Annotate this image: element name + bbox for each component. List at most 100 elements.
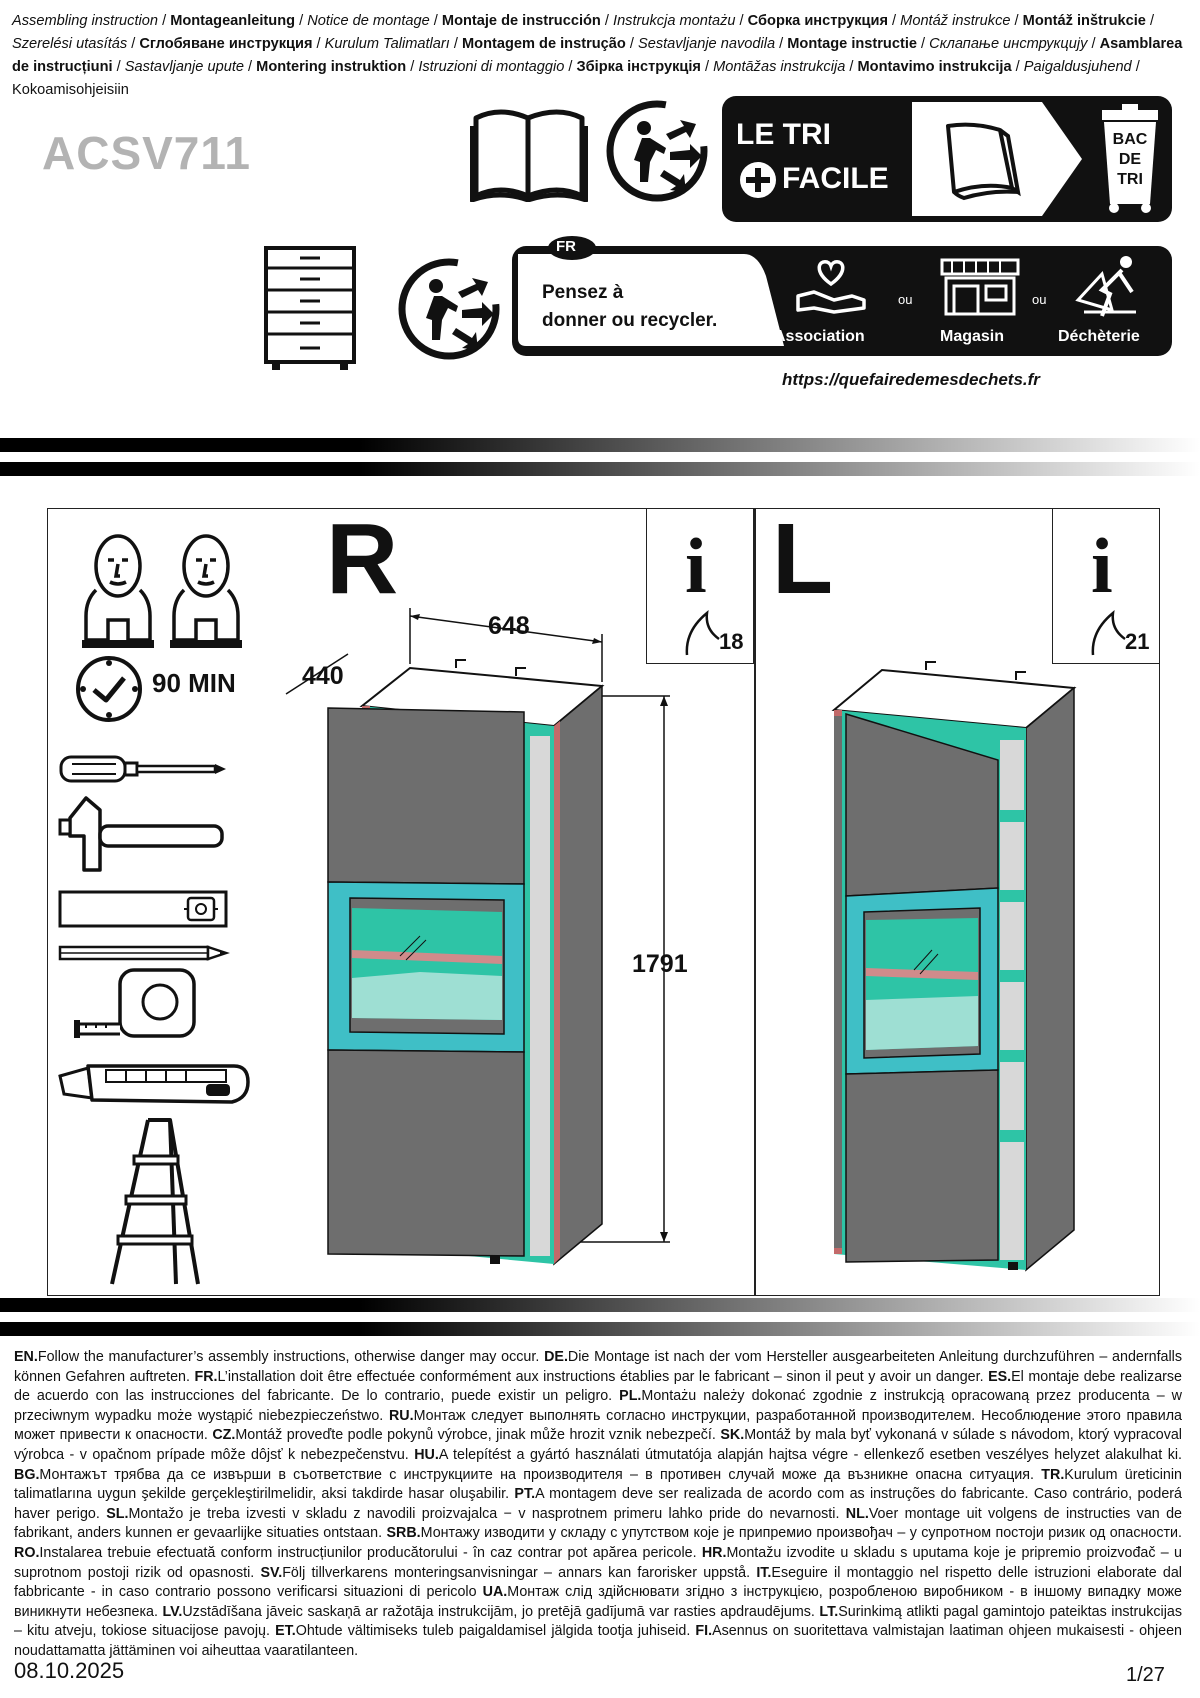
warning-lang-text: Surinkimą atlikti pagal gamintojo pateik… bbox=[14, 1603, 1182, 1640]
divider-bar-3 bbox=[0, 1298, 1200, 1312]
instruction-title-2: Notice de montage bbox=[307, 13, 430, 29]
instruction-title-3: Montaje de instrucción bbox=[441, 13, 601, 29]
separator: / bbox=[312, 36, 325, 52]
warning-lang-code: SRB. bbox=[386, 1525, 421, 1542]
fr-recycling-banner: FR Pensez à donner ou recycler. Associat… bbox=[512, 236, 1172, 366]
warning-lang-code: RO. bbox=[14, 1544, 40, 1561]
warning-lang-text: El montaje debe realizarse de acuerdo co… bbox=[14, 1368, 1183, 1405]
cabinet-left-drawing bbox=[831, 661, 1077, 1272]
hammer-icon bbox=[58, 796, 224, 872]
warning-lang-text: Die Montage ist nach der vom Hersteller … bbox=[14, 1349, 1182, 1385]
option-magasin: Magasin bbox=[940, 328, 1005, 345]
instruction-title-15: Asamblarea de instrucțiuni bbox=[12, 36, 1183, 75]
warning-lang-code: ES. bbox=[988, 1368, 1012, 1385]
instruction-title-23: Kokoamisohjeisiin bbox=[12, 82, 129, 98]
warning-lang-code: DE. bbox=[544, 1349, 568, 1365]
warning-lang-text: Montáž proveďte podle pokynů výrobce, ji… bbox=[235, 1427, 721, 1444]
separator: / bbox=[1131, 59, 1140, 75]
warning-lang-text: Монтаж слід здійснювати згідно з інструк… bbox=[14, 1584, 1182, 1620]
warning-lang-code: HR. bbox=[701, 1544, 727, 1561]
warning-lang-text: Montažu izvodite u skladu s uputama koje… bbox=[14, 1544, 1183, 1581]
pensez-line1: Pensez à bbox=[542, 282, 624, 303]
warning-lang-code: ET. bbox=[275, 1623, 296, 1640]
warning-lang-text: Монтажу изводити у складу с упутством ко… bbox=[420, 1525, 1182, 1542]
warning-lang-text: Uzstādīšana jāveic saskaņā ar ražotāja i… bbox=[182, 1603, 820, 1620]
model-number: ACSV711 bbox=[42, 127, 252, 179]
instruction-title-7: Montáž inštrukcie bbox=[1022, 13, 1146, 29]
triman-recycling-icon bbox=[606, 100, 708, 202]
warning-lang-code: PL. bbox=[619, 1388, 642, 1405]
warning-lang-text: Eseguire il montaggio nel rispetto delle… bbox=[14, 1564, 1182, 1601]
dimension-height: 1791 bbox=[632, 950, 688, 978]
separator: / bbox=[1087, 36, 1100, 52]
separator: / bbox=[600, 13, 614, 29]
info-page-left: 21 bbox=[1125, 629, 1150, 654]
instruction-title-14: Склапање инструкцију bbox=[929, 36, 1088, 52]
warning-lang-code: SK. bbox=[720, 1427, 745, 1444]
separator: / bbox=[625, 36, 638, 52]
instruction-title-9: Сглобяване инструкция bbox=[139, 36, 313, 52]
pensez-line2: donner ou recycler. bbox=[542, 310, 718, 331]
divider-bar-1 bbox=[0, 438, 1200, 452]
variant-left-label: L bbox=[772, 503, 834, 615]
warning-lang-text: A montagem deve ser realizada de acordo … bbox=[14, 1486, 1182, 1522]
instruction-title-4: Instrukcja montażu bbox=[613, 13, 736, 29]
paper-stack-icon bbox=[946, 122, 1021, 201]
instruction-title-5: Сборка инструкция bbox=[747, 13, 888, 29]
instruction-title-18: Istruzioni di montaggio bbox=[418, 59, 565, 75]
page-curl-icon bbox=[685, 610, 720, 656]
open-book-icon bbox=[470, 109, 588, 202]
recycling-bin-icon bbox=[1102, 104, 1158, 213]
separator: / bbox=[1011, 59, 1024, 75]
warning-lang-text: Ohtude vältimiseks tuleb paigaldamisel j… bbox=[295, 1623, 696, 1640]
step-ladder-icon bbox=[110, 1118, 200, 1285]
dimension-width: 648 bbox=[488, 612, 530, 640]
info-box-left: i 21 bbox=[1052, 508, 1160, 664]
warning-lang-text: L’installation doit être effectuée confo… bbox=[217, 1368, 989, 1385]
warning-lang-code: FI. bbox=[695, 1623, 713, 1640]
warning-lang-code: FR. bbox=[194, 1368, 218, 1385]
cabinet-right-drawing bbox=[285, 608, 670, 1266]
store-icon bbox=[940, 258, 1020, 316]
facile-text: FACILE bbox=[782, 162, 889, 195]
two-persons-icon bbox=[82, 534, 242, 648]
instruction-title-21: Montavimo instrukcija bbox=[857, 59, 1012, 75]
option-decheterie: Déchèterie bbox=[1058, 328, 1140, 345]
warning-lang-code: PT. bbox=[514, 1486, 536, 1503]
warning-lang-code: UA. bbox=[482, 1584, 508, 1601]
variant-right-label: R bbox=[326, 503, 399, 615]
divider-bar-2 bbox=[0, 462, 1200, 476]
warning-lang-text: Kurulum üreticinin talimatlarına uygun ş… bbox=[14, 1466, 1182, 1503]
tri-text: TRI bbox=[1117, 171, 1143, 188]
instruction-title-6: Montáž instrukce bbox=[900, 13, 1011, 29]
warning-lang-code: NL. bbox=[845, 1505, 869, 1522]
separator: / bbox=[700, 59, 714, 75]
dimension-depth: 440 bbox=[302, 662, 344, 690]
screwdriver-icon bbox=[59, 755, 226, 783]
warning-lang-text: Voer montage uit volgens de instructies … bbox=[14, 1505, 1182, 1542]
warning-lang-code: EN. bbox=[14, 1349, 38, 1365]
warning-lang-code: HU. bbox=[414, 1446, 439, 1463]
info-page-right: 18 bbox=[719, 629, 744, 654]
warning-lang-code: BG. bbox=[14, 1466, 40, 1483]
instruction-title-19: Збірка інструкція bbox=[576, 59, 701, 75]
warning-lang-code: IT. bbox=[756, 1564, 772, 1581]
separator: / bbox=[112, 59, 125, 75]
separator: / bbox=[888, 13, 901, 29]
instruction-title-languages: Assembling instruction / Montageanleitun… bbox=[12, 10, 1192, 102]
warning-lang-text: Asennus on suoritettava valmistajan laat… bbox=[14, 1623, 1183, 1659]
separator: / bbox=[449, 36, 463, 52]
warning-lang-text: Montáž by mala byť vykonaná v súlade s n… bbox=[14, 1427, 1182, 1463]
warning-lang-code: RU. bbox=[388, 1407, 414, 1424]
le-tri-facile-banner: LE TRI FACILE BAC DE TRI bbox=[722, 96, 1172, 222]
instruction-title-16: Sastavljanje upute bbox=[124, 59, 244, 75]
warning-lang-text: Följ tillverkarens monteringsanvisningar… bbox=[282, 1564, 757, 1581]
page-number: 1/27 bbox=[1126, 1664, 1165, 1686]
warning-lang-text: Montażu należy dokonać zgodnie z instruk… bbox=[14, 1388, 1182, 1424]
clock-icon bbox=[76, 656, 142, 722]
ou-text-1: ou bbox=[898, 292, 913, 307]
assembly-figure-frame bbox=[47, 508, 1160, 1296]
warning-lang-code: CZ. bbox=[212, 1427, 236, 1444]
separator: / bbox=[735, 13, 748, 29]
warning-lang-code: TR. bbox=[1041, 1466, 1065, 1483]
